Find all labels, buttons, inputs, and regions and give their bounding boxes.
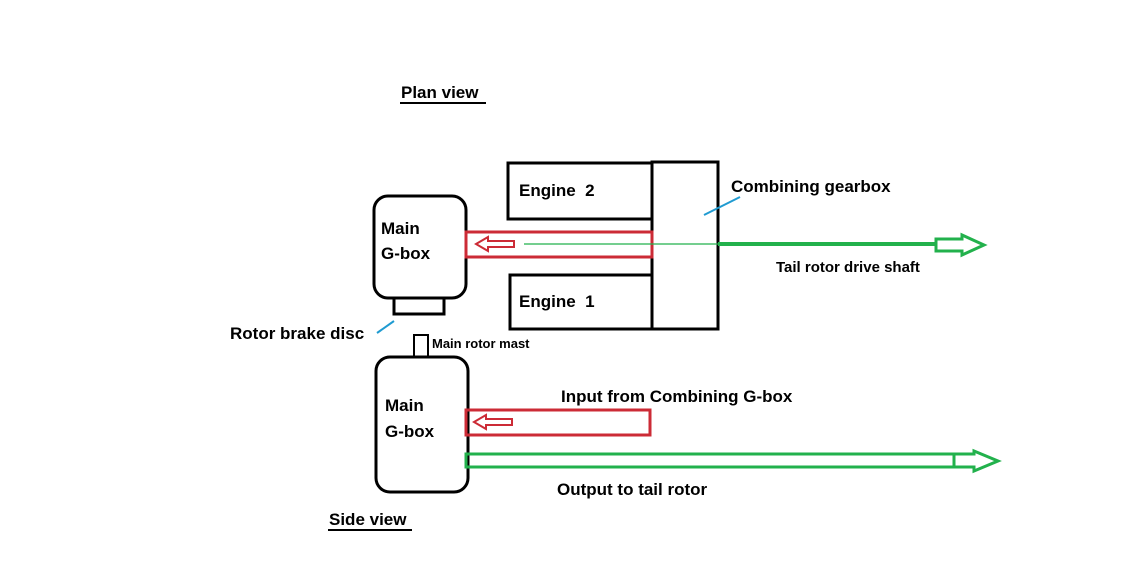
combining-gearbox-callout [703, 196, 741, 216]
plan-view-title: Plan view [401, 83, 479, 102]
main-gbox-side-box [374, 355, 470, 494]
tail-shaft-arrowhead [934, 232, 988, 258]
main-gbox-plan-line1: Main [381, 219, 420, 238]
plan-view: Plan view Engine 2 Engine 1 Combining ge… [230, 83, 988, 343]
combining-gearbox-label: Combining gearbox [731, 177, 891, 196]
input-arrow-side [472, 413, 513, 431]
engine-1-box [508, 273, 656, 331]
engine-1-label: Engine 1 [519, 292, 595, 311]
output-shaft-side [464, 452, 956, 469]
side-view-title: Side view [329, 510, 407, 529]
main-rotor-mast-label: Main rotor mast [432, 336, 530, 351]
tail-shaft-label: Tail rotor drive shaft [776, 259, 920, 276]
engine-2-label: Engine 2 [519, 181, 595, 200]
side-view: Main rotor mast Main G-box Input from Co… [328, 334, 1002, 531]
main-gbox-side-line1: Main [385, 396, 424, 415]
output-arrowhead-side [952, 448, 1002, 474]
input-arrow-plan [474, 235, 515, 253]
rotor-brake-disc [392, 296, 446, 316]
rotor-brake-callout [376, 320, 395, 334]
main-gbox-plan-line2: G-box [381, 244, 431, 263]
rotor-brake-label: Rotor brake disc [230, 324, 364, 343]
main-rotor-mast [413, 334, 429, 358]
input-label: Input from Combining G-box [561, 387, 793, 406]
input-drive-band-side [464, 408, 652, 437]
combining-gearbox-box [650, 160, 720, 331]
main-gbox-side-line2: G-box [385, 422, 435, 441]
output-label: Output to tail rotor [557, 480, 708, 499]
